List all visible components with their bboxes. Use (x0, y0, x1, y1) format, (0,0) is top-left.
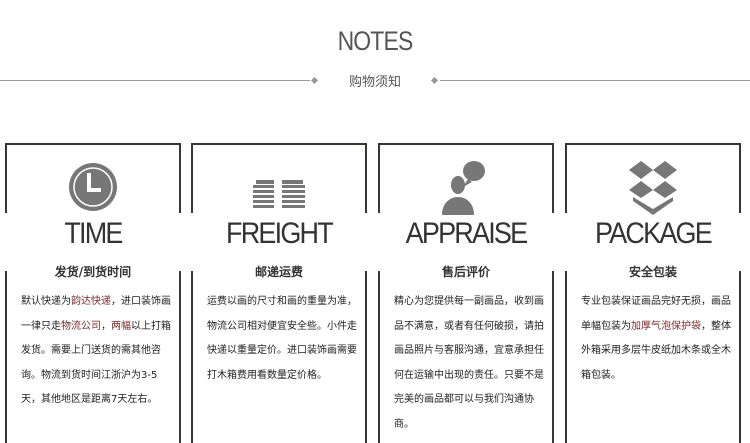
body-text: 精心为您提供每一副画品，收到画品不满意，或者有任何破损，请拍画品照片与客服沟通，… (394, 296, 544, 430)
card-title: PACKAGE (595, 217, 713, 250)
highlight-text: 物流公司 (61, 320, 101, 332)
highlight-text: 加厚气泡保护袋 (631, 320, 701, 332)
body-text: 运费以画的尺寸和画的重量为准，物流公司相对便宜安全些。小件走快递以重量定价。进口… (207, 296, 357, 381)
card-subtitle: 售后评价 (441, 265, 490, 279)
card-description: 默认快递为韵达快递，进口装饰画一律只走物流公司，两幅以上打箱发货。需要上门送货的… (21, 290, 171, 413)
notice-card-time: TIME 发货/到货时间 默认快递为韵达快递，进口装饰画一律只走物流公司，两幅以… (4, 143, 182, 443)
body-text: 以上打箱发货。需要上门送货的需其他咨询。物流到货时间江浙沪为3-5天，其他地区是… (21, 320, 171, 406)
card-subtitle: 邮递运费 (254, 265, 303, 279)
card-description: 专业包装保证画品完好无损，画品单幅包装为加厚气泡保护袋，整体外箱采用多层牛皮纸加… (581, 290, 731, 388)
card-subtitle: 安全包装 (628, 265, 677, 279)
box-icon (567, 159, 739, 215)
body-text: 专业包装保证画品完好无损，画品单幅包装为 (581, 296, 731, 332)
clock-icon (7, 159, 179, 215)
border-gap (564, 213, 568, 271)
notice-card-appraise: APPRAISE 售后评价 精心为您提供每一副画品，收到画品不满意，或者有任何破… (377, 143, 555, 443)
card-subtitle: 发货/到货时间 (54, 265, 132, 279)
border-gap (377, 213, 381, 271)
border-gap (364, 213, 368, 271)
card-title: APPRAISE (405, 217, 528, 250)
divider-left (0, 80, 310, 81)
page-subtitle: 购物须知 (348, 75, 401, 90)
highlight-text: 两幅 (111, 320, 131, 332)
divider-right (440, 80, 750, 81)
card-description: 精心为您提供每一副画品，收到画品不满意，或者有任何破损，请拍画品照片与客服沟通，… (394, 290, 544, 438)
money-stack-icon (193, 159, 365, 215)
card-title: FREIGHT (226, 217, 334, 250)
highlight-text: 韵达快递 (71, 296, 111, 307)
card-description: 运费以画的尺寸和画的重量为准，物流公司相对便宜安全些。小件走快递以重量定价。进口… (207, 290, 357, 388)
notice-card-freight: FREIGHT 邮递运费 运费以画的尺寸和画的重量为准，物流公司相对便宜安全些。… (190, 143, 368, 443)
person-speech-icon (380, 159, 552, 215)
body-text: ，进口装饰画一律只走 (21, 296, 171, 332)
border-gap (178, 213, 182, 271)
border-gap (738, 213, 742, 271)
body-text: ， (101, 320, 111, 332)
border-gap (551, 213, 555, 271)
body-text: ，整体外箱采用多层牛皮纸加木条或全木箱包装。 (581, 320, 731, 381)
notice-card-package: PACKAGE 安全包装 专业包装保证画品完好无损，画品单幅包装为加厚气泡保护袋… (564, 143, 742, 443)
body-text: 默认快递为 (21, 296, 71, 307)
border-gap (4, 213, 8, 271)
border-gap (190, 213, 194, 271)
card-title: TIME (64, 217, 123, 250)
page-title: NOTES (337, 26, 414, 56)
